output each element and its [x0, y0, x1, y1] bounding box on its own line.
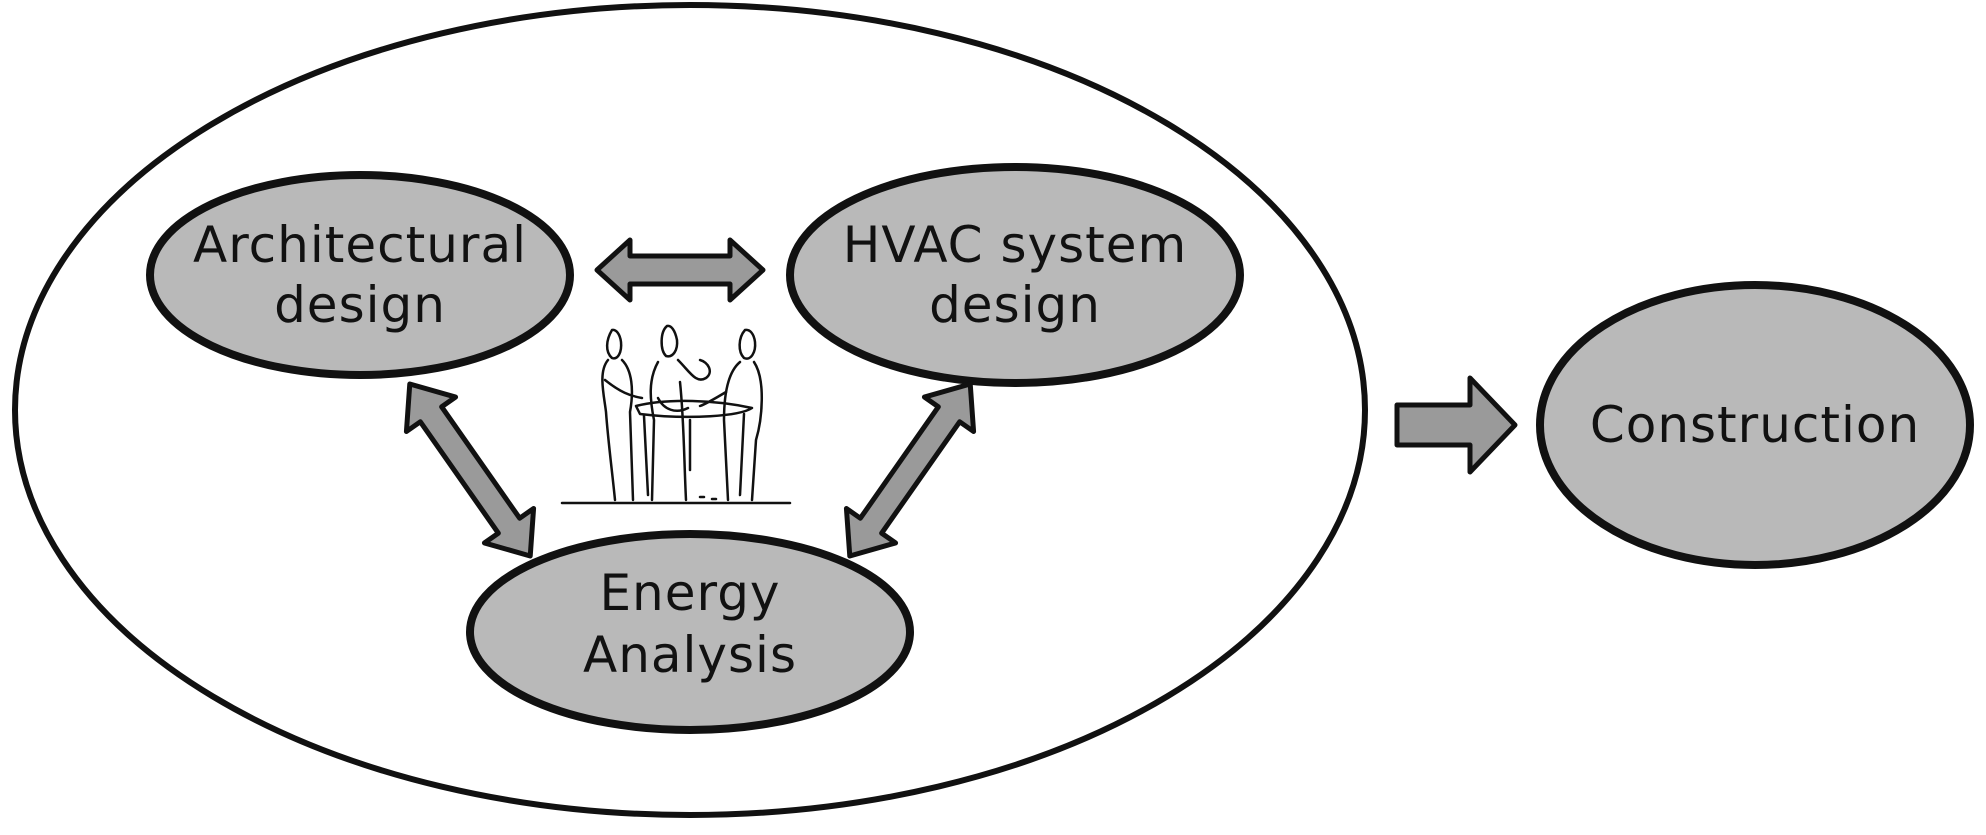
hvac-energy-double-arrow: [843, 381, 977, 559]
construction-node: Construction: [1536, 281, 1974, 569]
hvac-system-design-label-line1: HVAC system: [843, 216, 1188, 274]
construction-label: Construction: [1590, 396, 1920, 454]
architectural-design-label-line2: design: [274, 276, 446, 334]
energy-analysis-label-line2: Analysis: [583, 626, 797, 684]
architectural-design-node: Architectural design: [146, 171, 574, 379]
energy-analysis-label-line1: Energy: [599, 564, 780, 622]
hvac-system-design-label-line2: design: [929, 276, 1101, 334]
integrated-design-boundary: [12, 2, 1368, 818]
team-meeting-sketch-icon: [560, 324, 792, 505]
architectural-design-label-line1: Architectural: [193, 216, 527, 274]
to-construction-arrow: [1394, 375, 1518, 475]
energy-analysis-node: Energy Analysis: [466, 530, 914, 734]
arch-energy-double-arrow: [403, 381, 537, 559]
hvac-system-design-node: HVAC system design: [786, 163, 1244, 387]
arch-hvac-double-arrow: [594, 237, 766, 303]
